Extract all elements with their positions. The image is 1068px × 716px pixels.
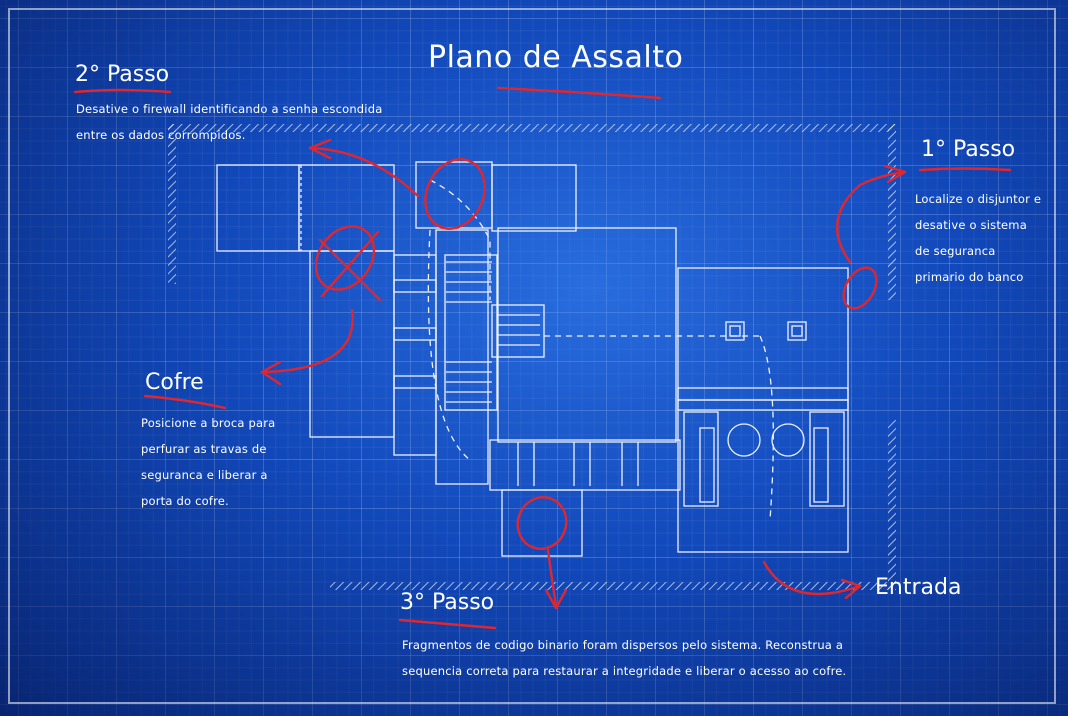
page-title: Plano de Assalto: [428, 40, 684, 75]
target-circle-bottom: [516, 496, 568, 550]
target-cross-vault: [318, 230, 382, 302]
arrow-to-step3: [546, 548, 558, 608]
wall-bottom: [330, 582, 896, 590]
wall-right-upper: [888, 124, 896, 300]
vault-text: Posicione a broca para perfurar as trava…: [141, 416, 276, 508]
room-bottom: [501, 489, 583, 557]
step2-heading: 2° Passo: [75, 62, 170, 87]
stairs: [446, 261, 540, 403]
blueprint-frame: [8, 8, 1056, 704]
wall-top: [168, 124, 896, 132]
step3-heading: 3° Passo: [400, 590, 495, 615]
counter-right: [771, 423, 805, 457]
target-circle-breaker: [842, 266, 878, 310]
target-circle-top: [424, 158, 486, 230]
target-circle-vault: [314, 225, 376, 291]
vault-heading: Cofre: [145, 370, 204, 395]
step1-heading: 1° Passo: [921, 137, 1016, 162]
room-right-bottom: [677, 399, 849, 553]
vault-underline: [143, 394, 227, 410]
arrow-to-entrance: [762, 560, 862, 596]
counter-left: [727, 423, 761, 457]
wall-left: [168, 124, 176, 284]
wall-right-lower: [888, 420, 896, 590]
step3-text: Fragmentos de codigo binario foram dispe…: [402, 638, 847, 678]
arrow-to-step1: [836, 170, 907, 264]
step1-text: Localize o disjuntor e desative o sistem…: [915, 192, 1042, 284]
room-top-right: [491, 164, 577, 232]
main-hall-left: [435, 229, 489, 485]
step1-underline: [918, 167, 1012, 172]
arrow-to-vault: [260, 308, 354, 374]
step2-text: Desative o firewall identificando a senh…: [76, 102, 383, 142]
arrow-to-step2: [308, 146, 420, 198]
title-underline: [496, 86, 662, 100]
entrance-label: Entrada: [875, 575, 962, 600]
step2-underline: [73, 88, 172, 94]
step3-underline: [398, 618, 497, 630]
